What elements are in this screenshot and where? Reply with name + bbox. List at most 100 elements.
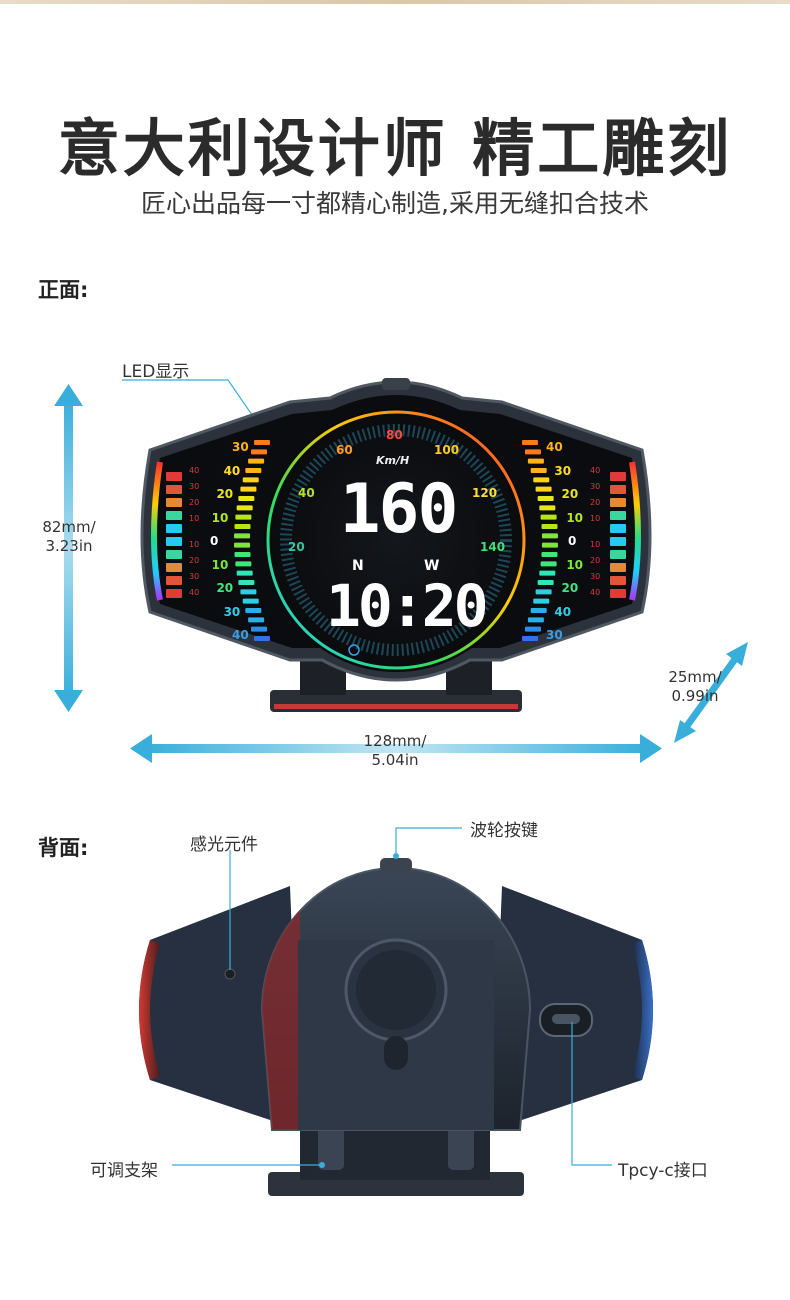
led-bar-segment	[541, 542, 558, 548]
led-bar-segment	[533, 598, 550, 604]
outer-led-segment	[166, 511, 182, 520]
small-scale-label: 20	[189, 556, 200, 565]
led-bar-segment	[540, 561, 557, 567]
bar-scale-label: 0	[568, 534, 577, 548]
height-in-label: 3.23in	[45, 537, 93, 555]
width-mm-label: 128mm/	[363, 732, 427, 750]
bar-scale-label: 40	[232, 628, 249, 642]
outer-led-segment	[166, 485, 182, 494]
outer-led-segment	[610, 472, 626, 481]
small-scale-label: 40	[189, 466, 200, 475]
led-bar-segment	[242, 598, 259, 604]
depth-mm-label: 25mm/	[668, 668, 722, 686]
outer-led-segment	[610, 511, 626, 520]
bar-scale-label: 40	[546, 440, 563, 454]
led-bar-segment	[540, 514, 557, 520]
outer-led-segment	[610, 485, 626, 494]
small-scale-label: 10	[189, 540, 200, 549]
led-bar-segment	[235, 561, 252, 567]
small-scale-label: 20	[590, 498, 601, 507]
adjustable-stand-callout: 可调支架	[90, 1161, 158, 1181]
led-bar-segment	[238, 496, 255, 501]
led-bar-segment	[541, 552, 558, 557]
page-title: 意大利设计师 精工雕刻	[57, 112, 733, 185]
compass-right-letter: W	[424, 558, 440, 574]
top-decor-line	[0, 0, 790, 4]
wheel-button-callout: 波轮按键	[470, 821, 538, 841]
dial-tick-label: 40	[298, 486, 315, 500]
led-bar-segment	[524, 449, 541, 455]
outer-led-segment	[610, 563, 626, 572]
front-section-label: 正面:	[38, 278, 89, 302]
led-display-callout: LED显示	[122, 362, 190, 382]
dial-tick-label: 120	[472, 486, 498, 500]
led-bar-segment	[535, 589, 552, 595]
speed-readout: 160	[339, 470, 459, 549]
led-bar-segment	[539, 570, 556, 576]
outer-led-segment	[610, 576, 626, 585]
port-callout-line	[571, 1022, 612, 1166]
bar-scale-label: 20	[561, 487, 579, 501]
led-bar-segment	[541, 533, 558, 539]
outer-led-segment	[166, 498, 182, 507]
page-subtitle: 匠心出品每一寸都精心制造,采用无缝扣合技术	[141, 189, 649, 218]
bar-scale-label: 30	[554, 463, 572, 478]
dial-tick-label: 100	[434, 443, 460, 457]
depth-in-label: 0.99in	[671, 687, 719, 705]
bar-scale-label: 10	[566, 510, 584, 525]
small-scale-label: 30	[590, 572, 601, 581]
dial-tick-label: 60	[336, 443, 353, 457]
led-bar-segment	[537, 496, 554, 501]
width-in-label: 5.04in	[371, 751, 419, 769]
light-sensor	[224, 968, 236, 980]
left-led-bar-column	[234, 440, 270, 641]
bar-scale-label: 30	[546, 628, 563, 642]
led-bar-segment	[522, 440, 538, 445]
led-bar-segment	[530, 608, 547, 613]
back-left-wing	[139, 886, 300, 1130]
led-bar-segment	[234, 552, 251, 557]
outer-led-segment	[610, 498, 626, 507]
led-bar-segment	[522, 636, 538, 641]
back-center-hub	[260, 867, 532, 1131]
speed-dial	[264, 408, 528, 672]
outer-led-segment	[166, 563, 182, 572]
led-bar-segment	[527, 458, 544, 464]
right-led-bar-column	[522, 440, 558, 641]
led-bar-segment	[524, 626, 541, 632]
bar-scale-label: 30	[223, 604, 241, 619]
led-bar-segment	[242, 477, 259, 483]
led-bar-segment	[234, 533, 251, 539]
small-scale-label: 30	[189, 482, 200, 491]
width-dimension-arrow	[130, 734, 662, 763]
bar-scale-label: 10	[211, 510, 229, 525]
led-bar-segment	[541, 524, 558, 529]
small-scale-label: 10	[590, 540, 601, 549]
usb-c-port-callout: Tpcy-c接口	[618, 1161, 708, 1181]
small-scale-label: 10	[189, 514, 200, 523]
outer-led-segment	[166, 576, 182, 585]
led-bar-segment	[236, 570, 253, 576]
speed-unit-label: Km/H	[376, 454, 410, 467]
led-bar-segment	[527, 617, 544, 623]
led-bar-segment	[254, 636, 270, 641]
outer-led-segment	[610, 589, 626, 598]
led-bar-segment	[251, 449, 268, 455]
outer-led-segment	[610, 537, 626, 546]
outer-led-segment	[166, 550, 182, 559]
led-bar-segment	[530, 468, 547, 473]
depth-dimension-arrow	[674, 642, 748, 743]
led-bar-segment	[245, 608, 262, 613]
height-dimension-arrow	[54, 384, 83, 712]
compass-left-letter: N	[352, 558, 364, 574]
bar-scale-label: 20	[216, 487, 234, 501]
height-mm-label: 82mm/	[42, 518, 96, 536]
small-scale-label: 40	[590, 466, 601, 475]
left-outer-led-bars	[166, 472, 182, 598]
outer-led-segment	[166, 472, 182, 481]
led-bar-segment	[251, 626, 268, 632]
outer-led-segment	[166, 589, 182, 598]
usb-c-port	[539, 1003, 593, 1037]
